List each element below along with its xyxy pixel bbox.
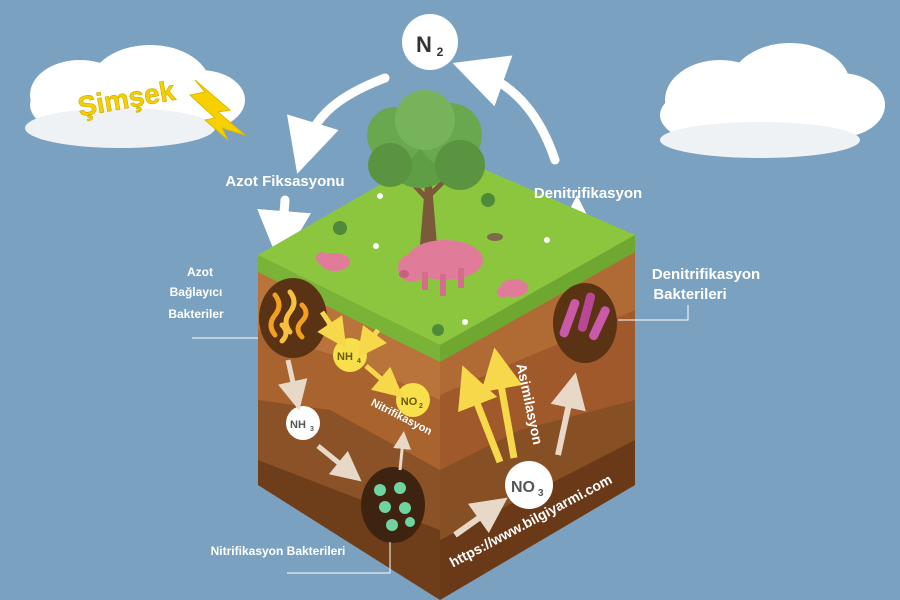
arrow-no3-up-1	[458, 365, 504, 464]
denitrification-bacteria-label-line1: Denitrifikasyon	[652, 266, 760, 283]
nitrification-bacteria-icon	[361, 467, 425, 543]
flower-icon	[377, 193, 383, 199]
nh4-subscript: 4	[357, 358, 361, 365]
tree	[367, 90, 485, 245]
nh3-subscript: 3	[310, 426, 314, 433]
arrow-bacteria-to-nh4	[317, 310, 347, 349]
leader-nitrification-bacteria	[287, 542, 391, 574]
fixing-bacteria-label-line1: Azot	[187, 265, 213, 279]
no3-subscript: 3	[538, 488, 544, 499]
lightning-bolt-icon	[188, 79, 246, 141]
right-cloud	[660, 43, 885, 158]
arrow-nh4-to-no2	[364, 364, 404, 398]
pig-large	[398, 240, 483, 296]
nh3-node: NH 3	[286, 406, 320, 440]
arrow-nh3-to-nitrification	[316, 444, 362, 482]
denitrification-bacteria-label-line2: Bakterileri	[653, 286, 726, 303]
arrow-nitrification-to-no3	[453, 497, 508, 538]
arrow-fixation-down	[257, 195, 312, 265]
arrow-grass-to-nh4	[357, 325, 387, 358]
fixing-bacteria-label-line2: Bağlayıcı	[170, 285, 223, 299]
no2-text: NO	[401, 396, 418, 408]
no2-node: NO 2	[396, 383, 430, 417]
arrow-no3-up-2	[480, 347, 523, 459]
n2-subscript: 2	[437, 45, 444, 59]
leader-denitrification-bacteria	[618, 305, 689, 321]
nh4-text: NH	[337, 351, 353, 363]
denitrification-label: Denitrifikasyon	[534, 185, 642, 202]
arrow-nitrification-updown	[393, 431, 412, 471]
nh3-text: NH	[290, 419, 306, 431]
pig-small-left	[316, 252, 350, 271]
arrow-denitrification-to-n2	[452, 55, 560, 165]
nh4-node: NH 4	[333, 338, 367, 372]
stone-icon	[487, 233, 503, 241]
fixing-bacteria-icon	[259, 278, 327, 358]
bush-icon	[481, 193, 495, 207]
flower-icon	[462, 319, 468, 325]
arrow-no3-to-denitrification	[550, 372, 586, 456]
flower-icon	[373, 243, 379, 249]
soil-cube	[258, 150, 635, 600]
denitrification-bacteria-icon	[553, 283, 617, 363]
no2-subscript: 2	[419, 403, 423, 410]
n2-text: N	[416, 32, 432, 57]
n2-node: N 2	[402, 14, 458, 70]
fixing-bacteria-label-line3: Bakteriler	[168, 307, 224, 321]
nitrogen-fixation-label: Azot Fiksasyonu	[225, 173, 344, 190]
arrow-n2-to-fixation	[287, 73, 390, 174]
bush-icon	[432, 324, 444, 336]
no3-node: NO 3	[505, 461, 553, 509]
flower-icon	[544, 237, 550, 243]
bush-icon	[333, 221, 347, 235]
no3-text: NO	[511, 479, 535, 496]
nitrification-bacteria-label: Nitrifikasyon Bakterileri	[211, 544, 346, 558]
pig-small-right	[497, 279, 528, 298]
arrow-bacteria-to-nh3	[278, 359, 308, 411]
